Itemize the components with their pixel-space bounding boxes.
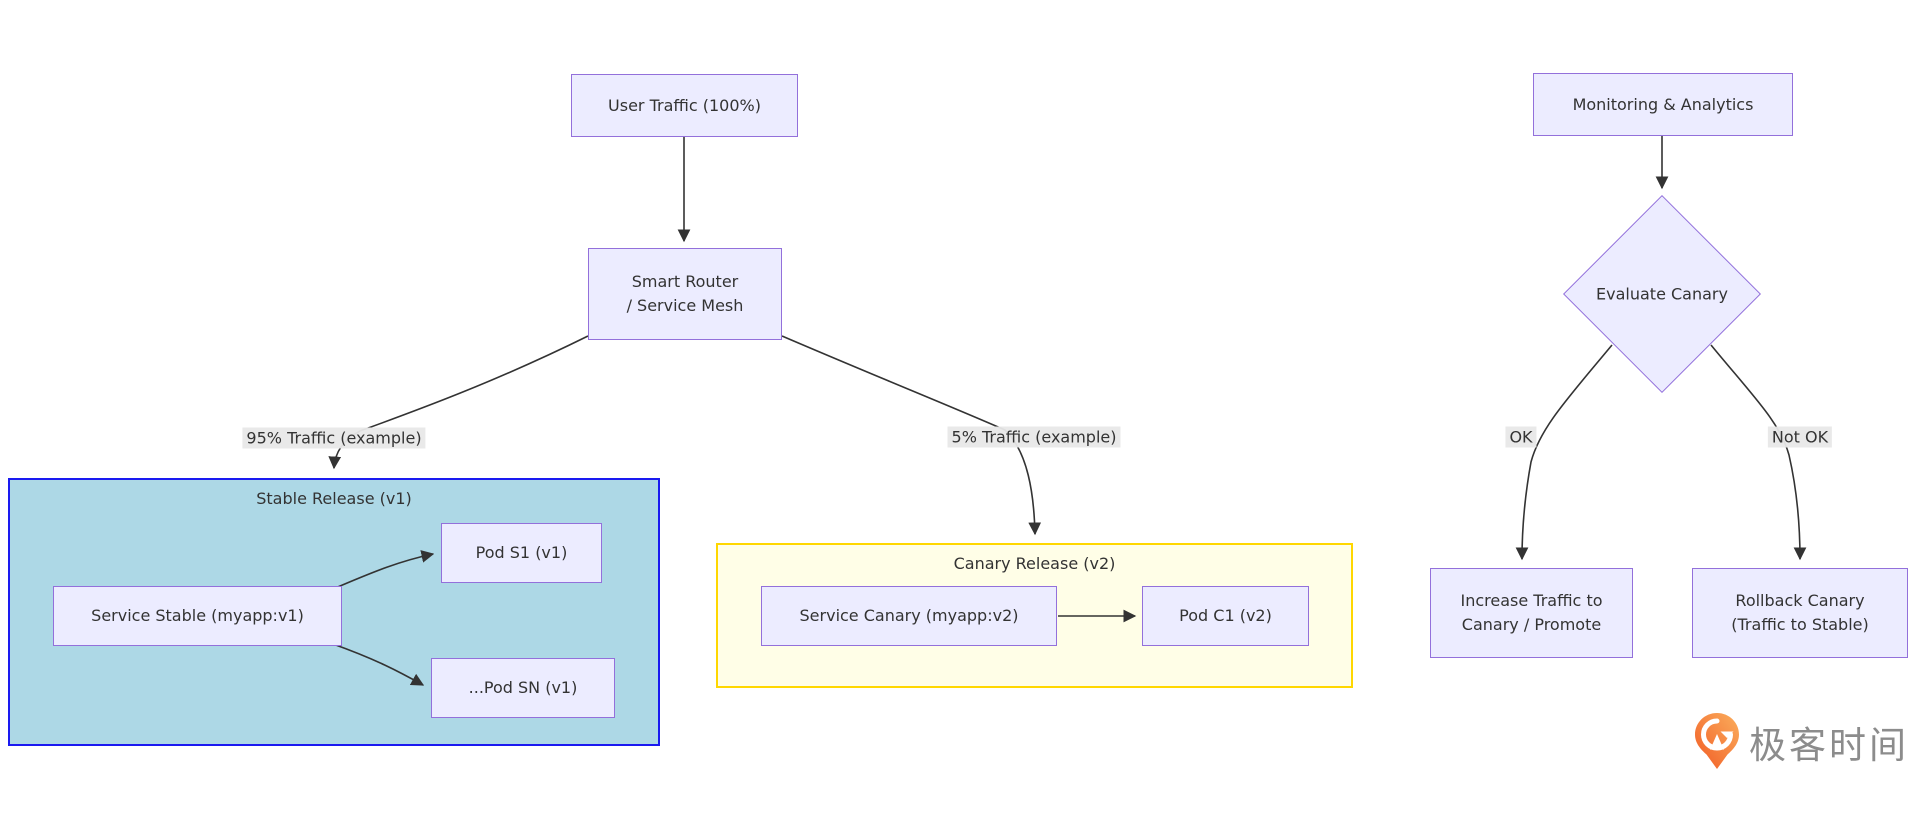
- node-monitoring-analytics-label: Monitoring & Analytics: [1572, 94, 1754, 114]
- node-pod-c1: Pod C1 (v2): [1142, 586, 1309, 646]
- subgraph-stable-title: Stable Release (v1): [256, 489, 412, 508]
- edge-servicestable-to-pods1: [332, 550, 435, 590]
- geektime-pin-icon: [1695, 713, 1739, 769]
- node-service-canary: Service Canary (myapp:v2): [761, 586, 1057, 646]
- edge-evaluate-notok-to-rollback: [1710, 344, 1807, 561]
- node-increase-traffic-line2: Canary / Promote: [1461, 615, 1602, 634]
- node-service-stable: Service Stable (myapp:v1): [53, 586, 342, 646]
- node-increase-traffic: Increase Traffic to Canary / Promote: [1430, 568, 1633, 658]
- edge-label-ok: OK: [1505, 426, 1537, 448]
- node-rollback-canary: Rollback Canary (Traffic to Stable): [1692, 568, 1908, 658]
- edge-label-not-ok: Not OK: [1767, 426, 1833, 448]
- geektime-logo-text: 极客时间: [1749, 724, 1909, 767]
- edge-label-5-traffic: 5% Traffic (example): [947, 426, 1121, 448]
- node-pod-sn-label: ...Pod SN (v1): [468, 678, 578, 697]
- node-user-traffic: User Traffic (100%): [571, 74, 798, 137]
- edge-evaluate-ok-to-increase: [1515, 344, 1613, 561]
- node-pod-sn: ...Pod SN (v1): [431, 658, 615, 718]
- node-rollback-canary-line2: (Traffic to Stable): [1731, 615, 1869, 634]
- node-rollback-canary-line1: Rollback Canary: [1735, 591, 1865, 610]
- node-pod-s1-label: Pod S1 (v1): [475, 543, 568, 562]
- node-smart-router-line2: / Service Mesh: [626, 296, 744, 315]
- node-increase-traffic-line1: Increase Traffic to: [1460, 591, 1603, 610]
- node-pod-c1-label: Pod C1 (v2): [1179, 606, 1272, 625]
- node-smart-router: Smart Router / Service Mesh: [588, 248, 782, 340]
- node-service-stable-label: Service Stable (myapp:v1): [91, 606, 304, 625]
- node-smart-router-line1: Smart Router: [631, 272, 739, 291]
- node-service-canary-label: Service Canary (myapp:v2): [799, 606, 1019, 625]
- node-pod-s1: Pod S1 (v1): [441, 523, 602, 583]
- node-user-traffic-label: User Traffic (100%): [608, 95, 761, 115]
- node-evaluate-canary-label: Evaluate Canary: [1596, 284, 1728, 304]
- geektime-logo: 极客时间: [1694, 712, 1909, 772]
- edge-router-to-canary: [781, 335, 1042, 536]
- edge-label-95-traffic: 95% Traffic (example): [242, 427, 426, 449]
- edge-servicestable-to-podsn: [332, 643, 425, 686]
- subgraph-canary-title: Canary Release (v2): [953, 554, 1116, 573]
- node-monitoring-analytics: Monitoring & Analytics: [1533, 73, 1793, 136]
